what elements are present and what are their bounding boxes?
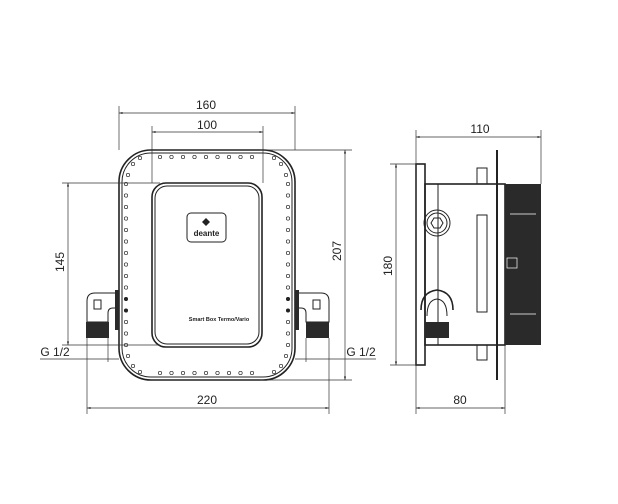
mounting-hole: [215, 370, 220, 376]
cover-block: [505, 184, 541, 345]
mounting-hole: [123, 331, 129, 336]
mounting-hole: [125, 172, 131, 178]
mounting-hole: [157, 154, 163, 160]
mounting-hole: [203, 154, 209, 160]
side-view: 110 80 180: [381, 122, 542, 414]
mounting-hole: [123, 285, 129, 290]
mounting-hole: [285, 331, 291, 336]
mounting-hole: [123, 308, 129, 313]
dim-207-label: 207: [330, 241, 344, 261]
mounting-hole: [226, 154, 232, 160]
mounting-hole: [130, 363, 136, 369]
dim-80-label: 80: [453, 393, 467, 407]
hex-nut-fitting: [423, 209, 451, 237]
brand-logo: deante: [186, 212, 227, 243]
mounting-hole: [285, 342, 291, 348]
mounting-hole: [285, 227, 291, 233]
mounting-hole: [285, 239, 291, 244]
box-frame: [118, 149, 296, 381]
mounting-hole: [137, 369, 143, 375]
front-view: deante Smart Box Termo/Vario: [40, 98, 376, 414]
mounting-hole: [285, 193, 291, 198]
mounting-hole: [285, 250, 291, 256]
mounting-hole: [169, 154, 174, 160]
mounting-holes: [123, 154, 291, 376]
cover-panel-inner: [154, 185, 260, 345]
mounting-hole: [283, 172, 289, 178]
mounting-hole: [226, 370, 232, 376]
mounting-hole: [157, 370, 163, 376]
mounting-hole: [285, 319, 291, 325]
product-label: Smart Box Termo/Vario: [189, 317, 250, 323]
mounting-hole: [180, 370, 186, 376]
mounting-hole: [123, 250, 129, 256]
dim-180-label: 180: [381, 256, 395, 276]
mounting-hole: [123, 273, 129, 279]
mounting-hole: [285, 262, 291, 267]
dim-160-label: 160: [196, 98, 216, 112]
mounting-hole: [123, 181, 129, 187]
mounting-hole: [123, 262, 129, 267]
thread-right-label: G 1/2: [346, 345, 376, 359]
mounting-hole: [137, 155, 143, 161]
wall-plate: [415, 163, 426, 366]
mounting-hole: [271, 155, 277, 161]
mounting-hole: [238, 154, 243, 160]
mounting-hole: [123, 296, 129, 302]
mounting-hole: [285, 296, 291, 302]
mounting-hole: [215, 154, 220, 160]
side-dimension-lines: [390, 130, 542, 414]
mounting-hole: [123, 239, 129, 244]
mounting-hole: [271, 369, 277, 375]
mounting-hole: [278, 161, 284, 167]
mounting-hole: [285, 216, 291, 221]
box-body: [424, 183, 506, 346]
mounting-hole: [278, 363, 284, 369]
mounting-hole: [180, 154, 186, 160]
mounting-hole: [285, 273, 291, 279]
mounting-hole: [125, 353, 131, 359]
dim-220-label: 220: [197, 393, 217, 407]
mounting-hole: [192, 370, 197, 376]
mounting-hole: [238, 370, 243, 376]
mounting-hole: [285, 308, 291, 313]
mounting-hole: [123, 216, 129, 221]
logo-text: deante: [194, 229, 220, 238]
mounting-hole: [130, 161, 136, 167]
mounting-hole: [123, 193, 129, 198]
thread-left-label: G 1/2: [40, 345, 70, 359]
mounting-hole: [123, 204, 129, 210]
box-frame-inner: [121, 152, 293, 378]
dim-100-label: 100: [197, 118, 217, 132]
mounting-hole: [249, 370, 255, 376]
outlet-fitting: [420, 289, 454, 338]
mounting-hole: [285, 204, 291, 210]
cover-panel: [151, 182, 263, 348]
mounting-hole: [169, 370, 174, 376]
mounting-hole: [203, 370, 209, 376]
mounting-hole: [192, 154, 197, 160]
mounting-hole: [285, 181, 291, 187]
mounting-hole: [283, 353, 289, 359]
mounting-hole: [249, 154, 255, 160]
dim-110-label: 110: [470, 122, 489, 136]
mounting-hole: [123, 319, 129, 325]
left-bracket: [86, 290, 119, 338]
dim-145-label: 145: [53, 252, 67, 272]
right-bracket: [295, 290, 330, 338]
mounting-hole: [285, 285, 291, 290]
dimension-lines: [40, 106, 376, 414]
mounting-hole: [123, 227, 129, 233]
